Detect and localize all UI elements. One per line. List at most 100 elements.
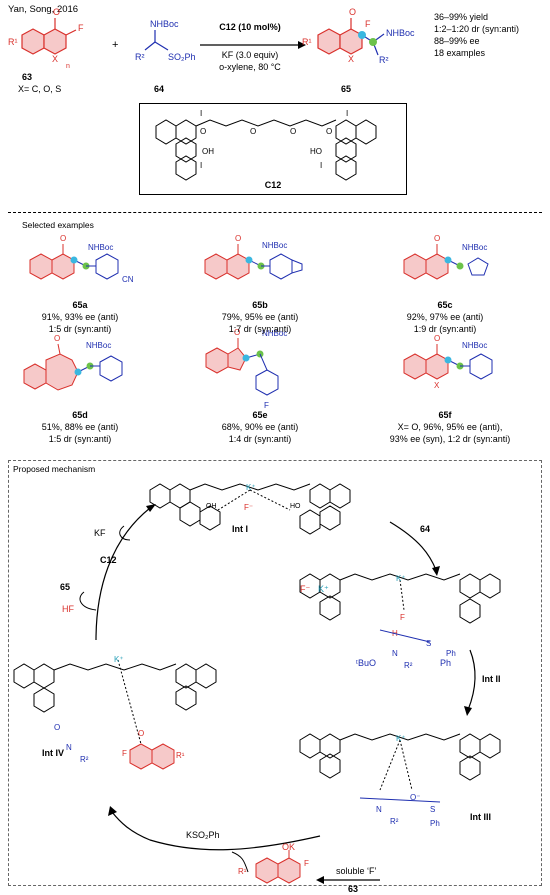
examples-structures: O NHBoc CN O NHBoc O NHBoc O NHBoc <box>23 234 493 410</box>
result-examples: 18 examples <box>434 48 486 58</box>
example-65f-structure: O X NHBoc <box>403 334 493 390</box>
c12-label: C12 <box>264 180 282 190</box>
mechanism-heading: Proposed mechanism <box>13 464 96 474</box>
p65-cycle-label: 65 <box>60 582 71 592</box>
int2-structure: K⁺ F H S Ph N R² <box>299 573 501 670</box>
int4-structure: K⁺ O F R¹ N R² O <box>13 655 217 770</box>
svg-text:NHBoc: NHBoc <box>262 329 287 338</box>
result-dr: 1:2–1:20 dr (syn:anti) <box>434 24 520 34</box>
example-65d-line1: 51%, 88% ee (anti) <box>41 422 119 432</box>
sm63-structure <box>21 18 77 55</box>
kso2ph-label: KSO₂Ph <box>186 830 220 840</box>
svg-text:OH: OH <box>202 147 214 156</box>
catalyst-label: C12 (10 mol%) <box>219 22 281 32</box>
example-65f-line1: X= O, 96%, 95% ee (anti), <box>397 422 503 432</box>
svg-text:R²: R² <box>80 755 89 764</box>
base-label: KF (3.0 equiv) <box>221 50 279 60</box>
svg-text:S: S <box>426 639 431 648</box>
svg-text:F: F <box>78 23 84 33</box>
svg-text:O: O <box>53 7 60 17</box>
svg-text:N: N <box>66 743 72 752</box>
examples-heading: Selected examples <box>22 220 94 230</box>
example-65c-line2: 1:9 dr (syn:anti) <box>413 324 477 334</box>
svg-text:NHBoc: NHBoc <box>86 341 111 350</box>
svg-text:O: O <box>290 127 296 136</box>
svg-text:Ph: Ph <box>446 649 456 658</box>
svg-text:O: O <box>54 334 60 343</box>
svg-text:O: O <box>60 234 66 243</box>
svg-text:R¹: R¹ <box>8 37 18 47</box>
example-65d-line2: 1:5 dr (syn:anti) <box>48 434 112 444</box>
svg-text:n: n <box>66 63 70 70</box>
sm64-structure <box>144 30 169 51</box>
svg-text:K⁺: K⁺ <box>396 734 406 743</box>
svg-text:R¹: R¹ <box>238 867 247 876</box>
cycle-arrow-top <box>389 521 437 571</box>
int3-label: Int III <box>470 812 491 822</box>
soluble-label: soluble ‘F’ <box>336 866 377 876</box>
svg-text:I: I <box>346 109 348 118</box>
example-65c-line1: 92%, 97% ee (anti) <box>406 312 484 322</box>
example-65b-structure: O NHBoc <box>204 234 303 280</box>
example-65e-id: 65e <box>252 410 268 420</box>
reaction-scheme-svg: O F R¹ X n NHBoc R² SO₂Ph + O F NHBoc R²… <box>8 7 415 70</box>
sm64-r2: R² <box>135 52 145 62</box>
example-65a-structure: O NHBoc CN <box>29 234 134 284</box>
example-65d-id: 65d <box>72 410 88 420</box>
result-ee: 88–99% ee <box>434 36 480 46</box>
product65-nhboc: NHBoc <box>386 28 415 38</box>
plus-sign: + <box>112 39 118 51</box>
example-65e-structure: O NHBoc F <box>205 328 287 410</box>
svg-text:K⁺: K⁺ <box>114 655 124 664</box>
svg-text:OH: OH <box>206 503 217 510</box>
svg-text:X: X <box>52 54 58 64</box>
svg-text:O: O <box>434 234 440 243</box>
svg-text:F: F <box>400 613 405 622</box>
svg-text:Ph: Ph <box>430 819 440 828</box>
sm1-x: X= C, O, S <box>18 84 62 94</box>
svg-text:O: O <box>200 127 206 136</box>
product-label: 65 <box>341 84 352 94</box>
conditions-label: o-xylene, 80 °C <box>219 62 281 72</box>
svg-text:S: S <box>430 805 435 814</box>
svg-text:N: N <box>376 805 382 814</box>
enolate-structure: F R¹ <box>238 850 309 884</box>
int2-label: Int II <box>482 674 501 684</box>
k-plus-label: K⁺ <box>318 584 329 594</box>
example-65c-id: 65c <box>437 300 453 310</box>
arrow-hf-out <box>79 591 97 611</box>
tbuo-label: ᵗBuO <box>356 658 376 668</box>
svg-text:R²: R² <box>390 817 399 826</box>
int1-label: Int I <box>232 524 248 534</box>
svg-text:O: O <box>234 328 240 337</box>
svg-text:O: O <box>250 127 256 136</box>
svg-text:O: O <box>434 334 440 343</box>
kf-label: KF <box>94 528 106 538</box>
arrow-kf-in <box>119 525 131 541</box>
svg-text:I: I <box>200 161 202 170</box>
svg-text:I: I <box>320 161 322 170</box>
svg-text:F⁻: F⁻ <box>244 503 253 512</box>
sm64-nhboc: NHBoc <box>150 19 179 29</box>
mechanism-box <box>8 460 542 886</box>
product65-structure <box>317 18 385 56</box>
svg-text:O: O <box>138 729 144 738</box>
example-65a-line2: 1:5 dr (syn:anti) <box>48 324 112 334</box>
svg-text:K⁺: K⁺ <box>396 574 406 583</box>
result-yield: 36–99% yield <box>434 12 489 22</box>
r63-label: 63 <box>348 884 359 894</box>
svg-text:NHBoc: NHBoc <box>262 241 287 250</box>
citation: Yan, Song, 2016 <box>8 4 79 15</box>
cycle-arrow-left <box>95 507 151 641</box>
svg-text:HO: HO <box>310 147 322 156</box>
c12-cycle-label: C12 <box>100 555 117 565</box>
sm64-so2ph: SO₂Ph <box>168 52 196 62</box>
int3-structure: K⁺ O⁻ S Ph N R² <box>299 733 501 828</box>
svg-text:O: O <box>349 7 356 17</box>
example-65a-id: 65a <box>72 300 88 310</box>
example-65b-line2: 1:7 dr (syn:anti) <box>228 324 292 334</box>
svg-text:O: O <box>54 723 60 732</box>
svg-text:R¹: R¹ <box>176 751 185 760</box>
